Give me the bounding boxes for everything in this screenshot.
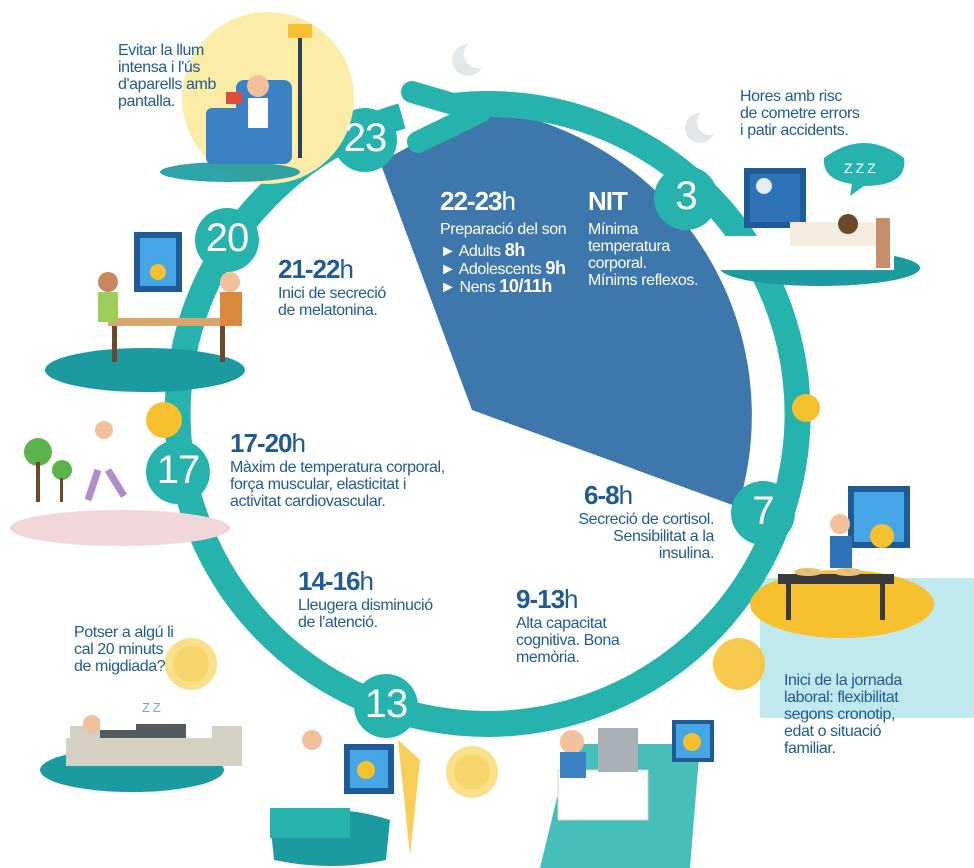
running-scene [10,421,230,546]
hour-bubble-17 [146,440,210,504]
lunch-scene [270,730,420,866]
sun-icon [713,638,765,690]
sleep-hours-list: ► Adults 8h ► Adolescents 9h ► Nens 10/1… [440,240,566,296]
hour-label-13: 13 [364,682,409,726]
nap-z-text: Z Z [142,700,161,715]
hour-label-7: 7 [752,489,774,533]
nit-block: NIT Mínima temperatura corporal. Mínims … [588,186,698,289]
hour-bubble-7 [731,481,795,545]
dinner-scene [45,232,245,392]
period-time: 22-23 [440,186,502,216]
ring-arrow [401,81,491,153]
period-6-8: 6-8h Secreció de cortisol.Sensibilitat a… [578,480,714,562]
period-22-23: 22-23h Preparació del son ► Adults 8h ► … [440,186,567,296]
hour-label-23: 23 [343,116,388,160]
snore-text: Z Z Z [844,160,876,176]
list-item: ► Adults 8h [440,240,525,260]
period-title: Preparació del son [440,221,567,238]
sun-icon [146,402,182,438]
reading-scene [160,12,354,184]
nit-title: NIT [588,186,628,216]
hour-label-17: 17 [156,448,201,492]
hour-label-20: 20 [205,216,250,260]
moon-icon [452,40,492,76]
nap-scene [40,715,242,792]
office-scene [540,720,714,868]
nit-text: Mínima temperatura corporal. Mínims refl… [588,221,699,289]
moon-icon [685,109,723,143]
period-17-20: 17-20h Màxim de temperatura corporal,for… [230,428,445,510]
hour-bubble-3 [654,166,718,230]
hour-label-3: 3 [675,174,697,218]
sun-icon [792,394,820,422]
period-suffix: h [501,186,517,216]
list-item: ► Adolescents 9h [440,258,566,278]
breakfast-scene [750,486,934,638]
sun-icon [173,646,209,682]
sleep-scene [716,143,920,286]
list-item: ► Nens 10/11h [440,276,552,296]
hour-bubble-13 [354,674,418,738]
hour-bubble-20 [195,208,259,272]
sun-icon [454,754,490,790]
